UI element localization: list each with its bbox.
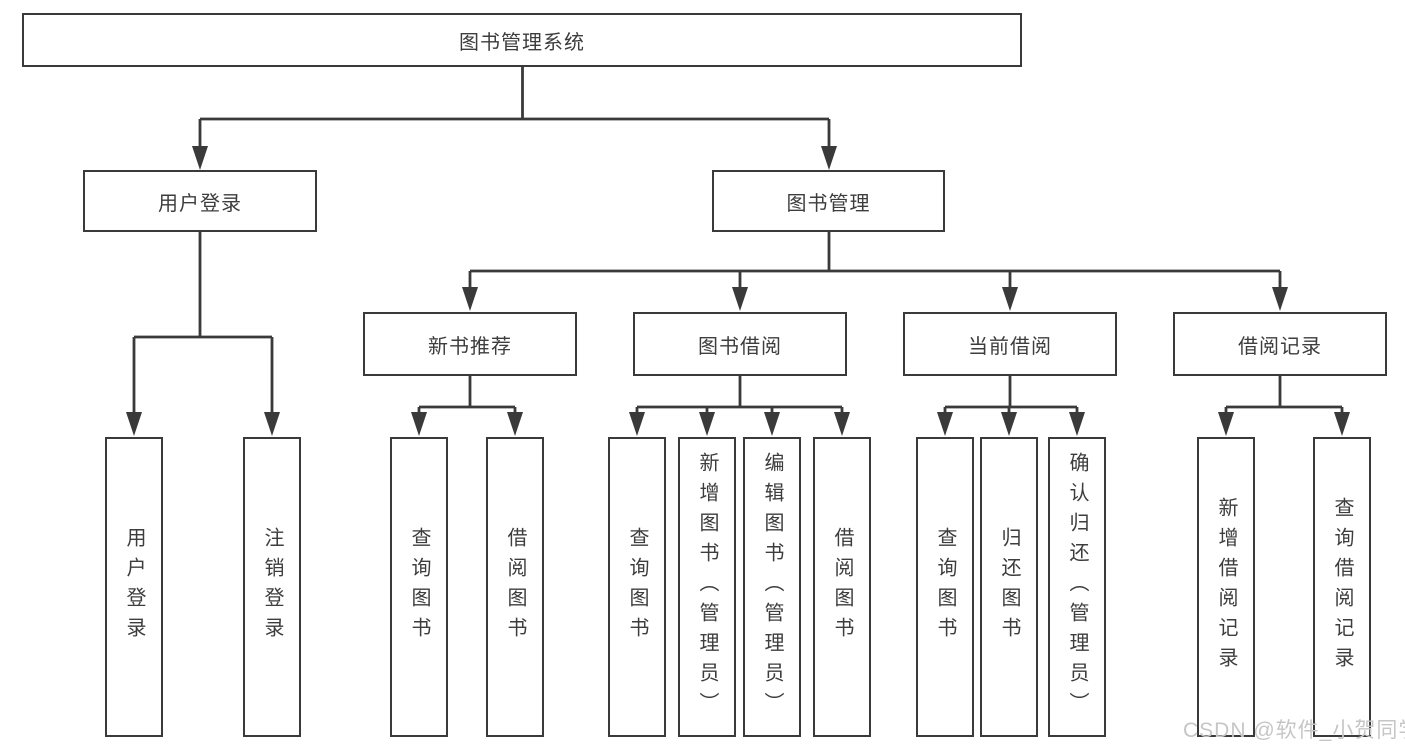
leaf-query-books: 查询图书 bbox=[390, 437, 448, 737]
node-library-management-system: 图书管理系统 bbox=[22, 13, 1022, 67]
node-label: 当前借阅 bbox=[968, 335, 1052, 358]
connector-newbook-to-leaves bbox=[411, 376, 523, 436]
node-label: 新增图书（管理员） bbox=[696, 452, 718, 722]
connector-currentborrow-to-leaves bbox=[937, 376, 1085, 436]
node-label: 查询图书 bbox=[626, 527, 648, 647]
node-label: 用户登录 bbox=[158, 192, 242, 215]
node-label: 注销登录 bbox=[261, 527, 283, 647]
connector-userlogin-to-leaves bbox=[126, 232, 280, 436]
node-label: 查询图书 bbox=[934, 527, 956, 647]
connector-bookmgmt-to-level3 bbox=[462, 232, 1288, 311]
leaf-query-books: 查询图书 bbox=[608, 437, 666, 737]
node-label: 借阅记录 bbox=[1238, 335, 1322, 358]
node-label: 确认归还（管理员） bbox=[1066, 452, 1088, 722]
leaf-borrow-books: 借阅图书 bbox=[486, 437, 544, 737]
node-label: 新书推荐 bbox=[428, 335, 512, 358]
node-book-borrowing: 图书借阅 bbox=[633, 312, 847, 376]
node-label: 图书借阅 bbox=[698, 335, 782, 358]
leaf-add-books-admin: 新增图书（管理员） bbox=[678, 437, 736, 737]
node-label: 编辑图书（管理员） bbox=[761, 452, 783, 722]
leaf-edit-books-admin: 编辑图书（管理员） bbox=[743, 437, 801, 737]
leaf-confirm-return-admin: 确认归还（管理员） bbox=[1048, 437, 1106, 737]
node-label: 图书管理 bbox=[786, 192, 871, 215]
node-label: 查询图书 bbox=[408, 527, 430, 647]
leaf-query-borrow-record: 查询借阅记录 bbox=[1313, 437, 1371, 737]
node-label: 新增借阅记录 bbox=[1215, 497, 1237, 677]
node-user-login: 用户登录 bbox=[83, 170, 317, 232]
node-borrow-records: 借阅记录 bbox=[1173, 312, 1387, 376]
connector-root-to-level2 bbox=[192, 67, 837, 170]
node-label: 借阅图书 bbox=[504, 527, 526, 647]
node-label: 图书管理系统 bbox=[459, 31, 585, 54]
leaf-user-login: 用户登录 bbox=[105, 437, 163, 737]
csdn-watermark: CSDN @软件_小贺同学 bbox=[1183, 719, 1405, 742]
node-label: 用户登录 bbox=[123, 527, 145, 647]
leaf-return-books: 归还图书 bbox=[980, 437, 1038, 737]
leaf-logout: 注销登录 bbox=[243, 437, 301, 737]
node-label: 借阅图书 bbox=[831, 527, 853, 647]
leaf-borrow-books: 借阅图书 bbox=[813, 437, 871, 737]
leaf-query-books: 查询图书 bbox=[916, 437, 974, 737]
node-new-book-recommend: 新书推荐 bbox=[363, 312, 577, 376]
node-label: 归还图书 bbox=[998, 527, 1020, 647]
node-current-borrowing: 当前借阅 bbox=[903, 312, 1117, 376]
leaf-add-borrow-record: 新增借阅记录 bbox=[1197, 437, 1255, 737]
node-book-management: 图书管理 bbox=[712, 170, 945, 232]
connector-borrowrecords-to-leaves bbox=[1218, 376, 1350, 436]
connector-bookborrow-to-leaves bbox=[629, 376, 850, 436]
node-label: 查询借阅记录 bbox=[1331, 497, 1353, 677]
